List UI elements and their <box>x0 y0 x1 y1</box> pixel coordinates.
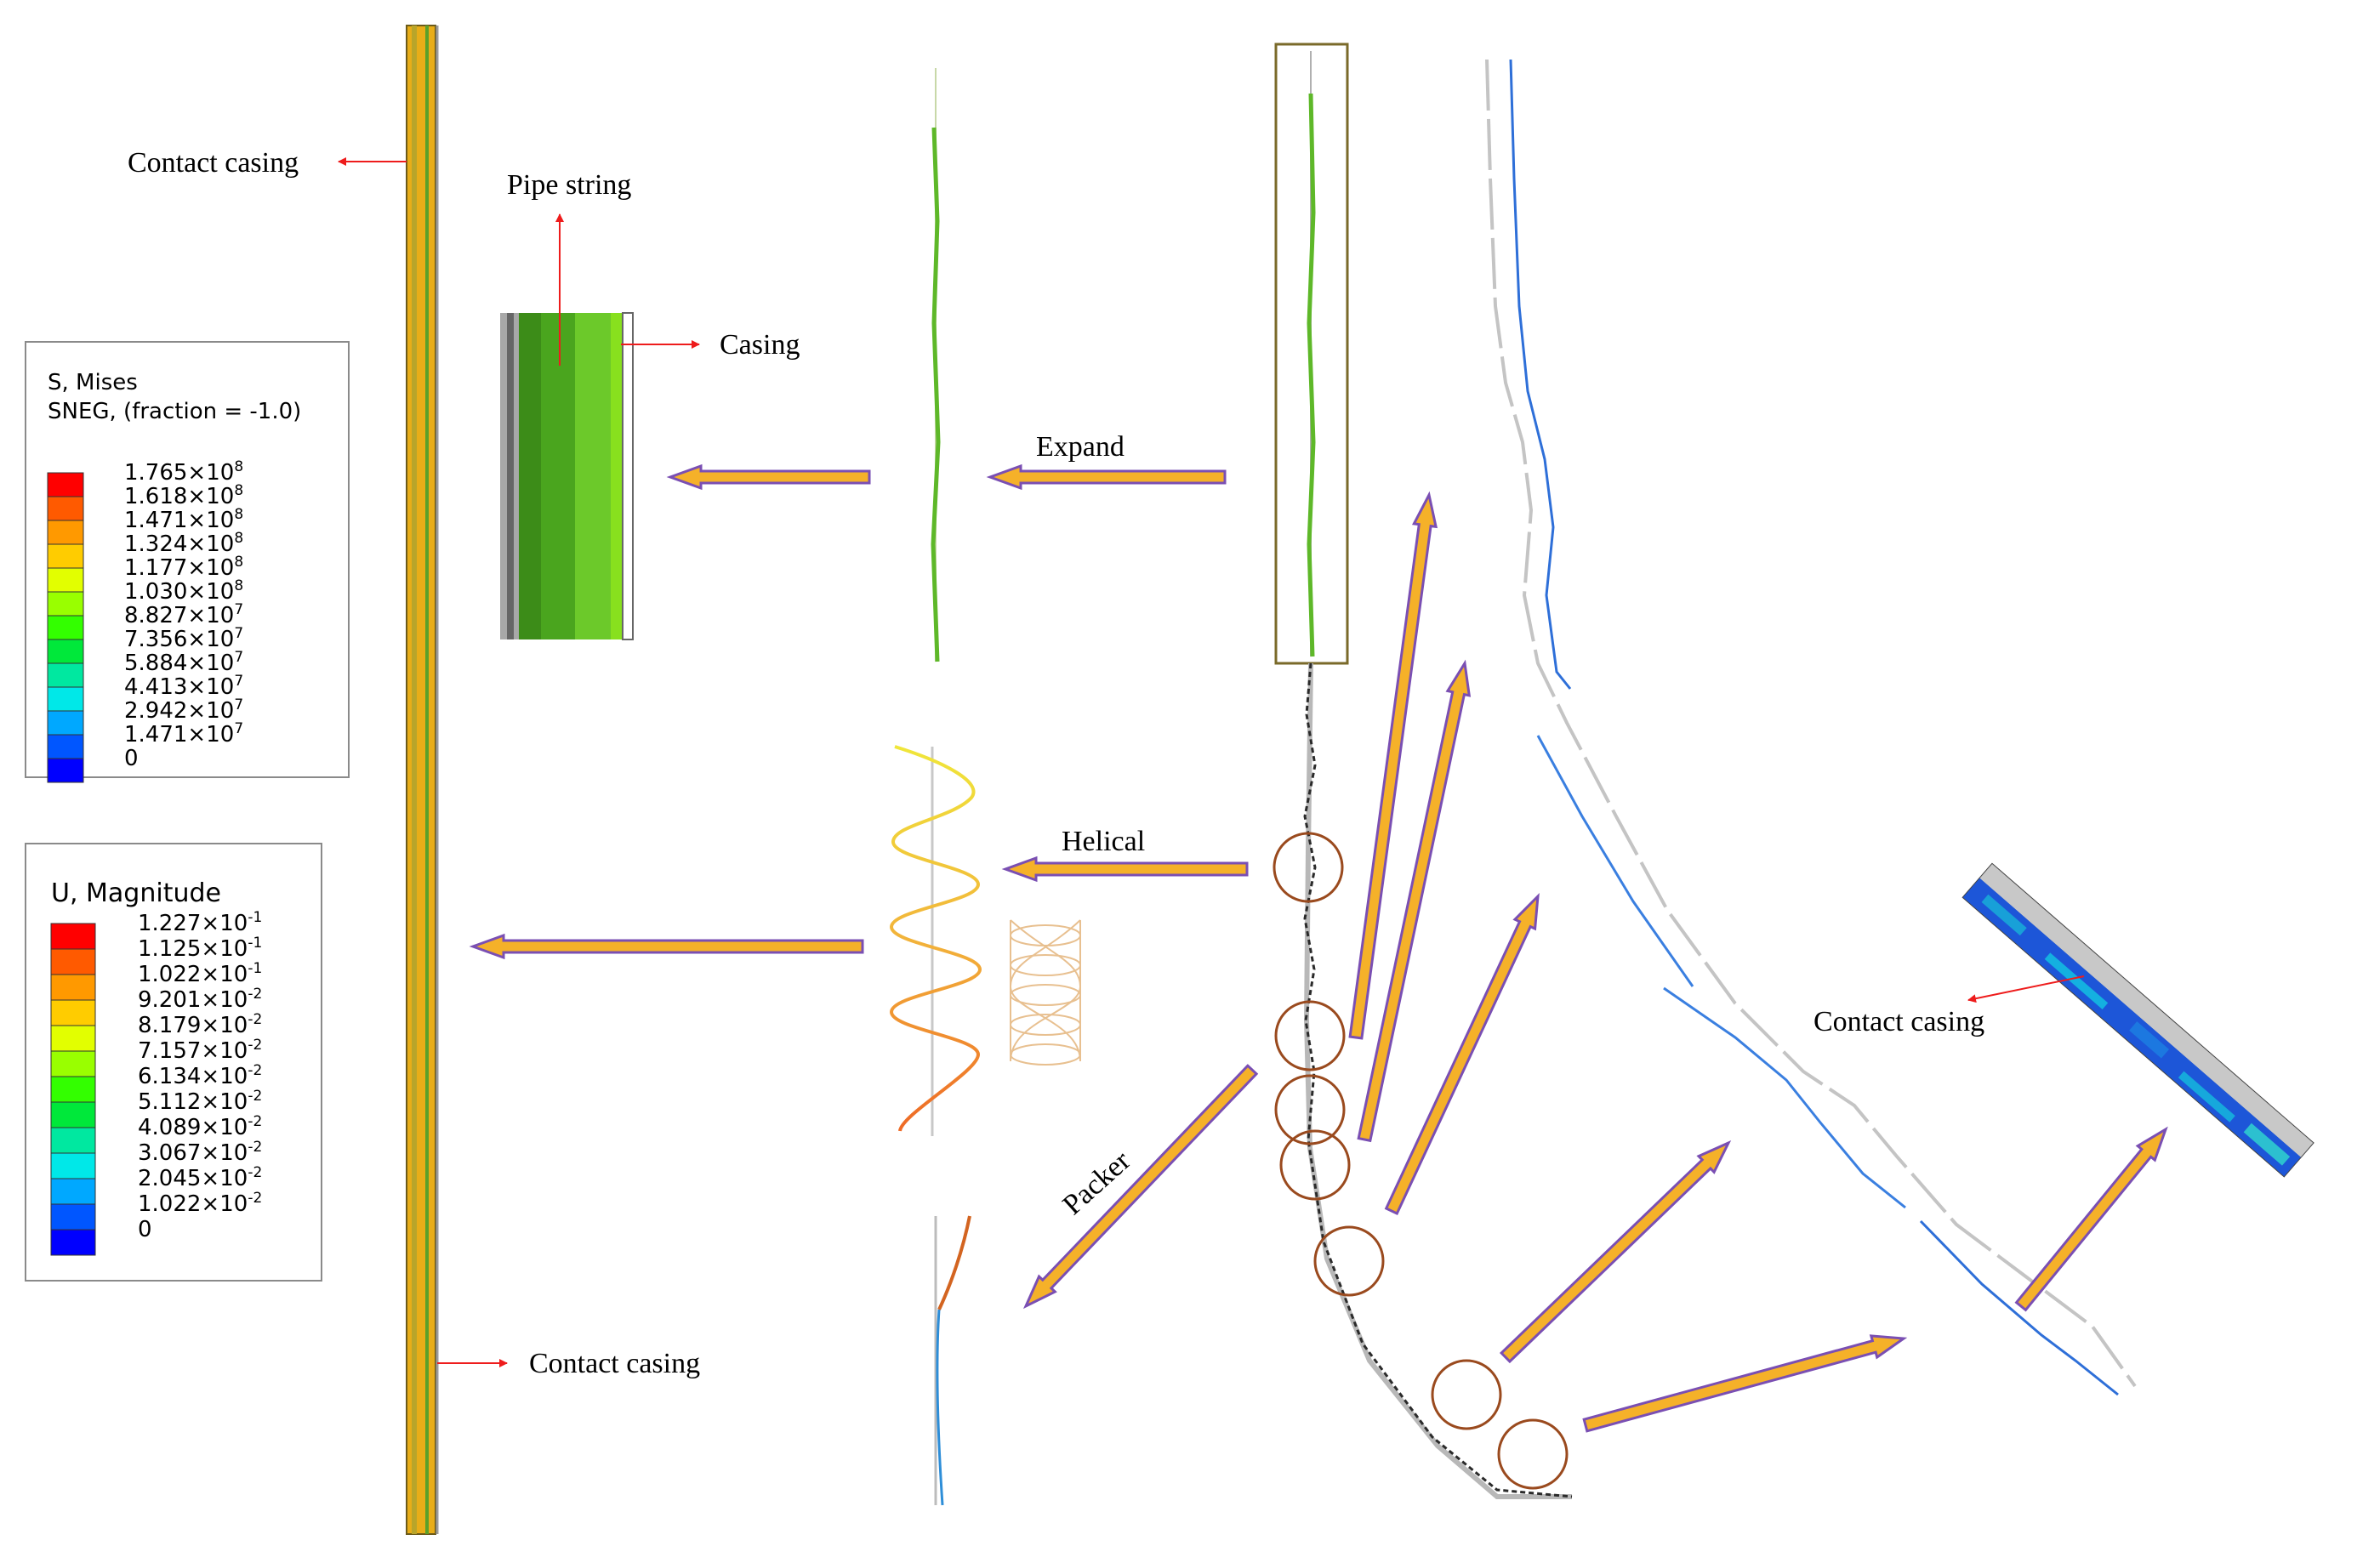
legend-swatch <box>50 1203 96 1231</box>
displacement-legend-title: U, Magnitude <box>51 878 221 908</box>
up-arrow-1 <box>1348 491 1438 1040</box>
legend-value: 2.045×10-2 <box>138 1164 262 1191</box>
helical-arrow <box>1001 855 1249 883</box>
up-arrow-3 <box>1384 892 1540 1216</box>
packer-arrow <box>1022 1064 1259 1310</box>
contact-casing-bottom-label: Contact casing <box>529 1348 700 1379</box>
legend-swatch <box>50 948 96 975</box>
legend-value: 0 <box>124 746 139 771</box>
legend-swatch <box>50 1076 96 1103</box>
stress-legend-title-2: SNEG, (fraction = -1.0) <box>48 399 301 424</box>
legend-swatch <box>50 1178 96 1205</box>
legend-swatch <box>50 999 96 1026</box>
curved-casing-right <box>1485 59 2137 1396</box>
legend-value: 5.884×107 <box>124 649 243 676</box>
circle-7 <box>1497 1418 1569 1490</box>
circle-3 <box>1274 1074 1346 1145</box>
legend-value: 1.022×10-1 <box>138 960 262 987</box>
long-casing-column <box>406 25 439 1535</box>
up-arrow-2 <box>1357 659 1472 1143</box>
boxed-pipe-section <box>1274 43 1349 665</box>
pipe-string-label: Pipe string <box>507 169 631 201</box>
right-arrow-3 <box>2014 1126 2168 1312</box>
contact-casing-right-label: Contact casing <box>1813 1006 1984 1037</box>
legend-swatch <box>47 591 84 617</box>
legend-value: 1.471×107 <box>124 720 243 747</box>
main-pipe-string <box>1303 662 1573 1499</box>
legend-swatch <box>50 974 96 1001</box>
helical-label: Helical <box>1062 826 1145 857</box>
legend-swatch <box>50 923 96 950</box>
legend-value: 5.112×10-2 <box>138 1088 262 1115</box>
legend-value: 0 <box>138 1217 152 1242</box>
legend-swatch <box>47 615 84 640</box>
legend-value: 1.030×108 <box>124 577 243 605</box>
right-arrow-2 <box>1582 1334 1908 1433</box>
legend-swatch <box>47 710 84 736</box>
stress-legend-title-1: S, Mises <box>48 370 138 395</box>
right-arrow-1 <box>1499 1140 1732 1364</box>
stress-legend: S, Mises SNEG, (fraction = -1.0) 1.765×1… <box>25 341 350 783</box>
circle-5 <box>1313 1225 1385 1297</box>
legend-value: 4.413×107 <box>124 673 243 700</box>
expand-arrow <box>986 463 1227 491</box>
legend-swatch <box>47 567 84 593</box>
helix-wireframe <box>1009 919 1082 1066</box>
legend-swatch <box>50 1101 96 1128</box>
pipe-casing-zoom <box>500 312 634 640</box>
packer-zoom <box>934 1215 971 1506</box>
legend-swatch <box>47 639 84 664</box>
legend-swatch <box>50 1127 96 1154</box>
helical-arrow-left <box>469 933 864 960</box>
legend-swatch <box>47 472 84 497</box>
legend-swatch <box>47 662 84 688</box>
circle-4 <box>1279 1129 1351 1201</box>
stress-legend-swatches: 1.765×1081.618×1081.471×1081.324×1081.17… <box>47 458 243 783</box>
circle-6 <box>1431 1359 1502 1430</box>
legend-value: 4.089×10-2 <box>138 1113 262 1140</box>
helical-zoom <box>889 745 982 1136</box>
circle-2 <box>1274 1000 1346 1071</box>
casing-label: Casing <box>720 329 800 361</box>
legend-value: 1.022×10-2 <box>138 1190 262 1217</box>
contact-casing-bar-right <box>1962 862 2315 1178</box>
legend-swatch <box>50 1152 96 1179</box>
legend-value: 6.134×10-2 <box>138 1062 262 1089</box>
legend-value: 9.201×10-2 <box>138 986 262 1013</box>
legend-value: 1.324×108 <box>124 530 243 557</box>
legend-value: 1.227×10-1 <box>138 909 262 936</box>
legend-value: 7.356×107 <box>124 625 243 652</box>
legend-value: 1.177×108 <box>124 554 243 581</box>
expand-arrow-left <box>666 463 871 491</box>
expanded-pipe-thin <box>931 68 941 662</box>
block-arrows <box>469 463 2168 1433</box>
legend-value: 8.827×107 <box>124 601 243 628</box>
legend-swatch <box>47 496 84 521</box>
legend-swatch <box>47 734 84 759</box>
legend-value: 3.067×10-2 <box>138 1139 262 1166</box>
displacement-legend: U, Magnitude 1.227×10-11.125×10-11.022×1… <box>25 843 322 1282</box>
contact-casing-top-label: Contact casing <box>128 147 299 179</box>
legend-value: 1.125×10-1 <box>138 935 262 962</box>
legend-value: 2.942×107 <box>124 696 243 724</box>
legend-value: 8.179×10-2 <box>138 1011 262 1038</box>
legend-value: 1.618×108 <box>124 482 243 509</box>
legend-swatch <box>47 520 84 545</box>
legend-swatch <box>50 1050 96 1077</box>
legend-swatch <box>47 686 84 712</box>
legend-swatch <box>50 1229 96 1256</box>
expand-label: Expand <box>1036 431 1125 463</box>
legend-swatch <box>50 1025 96 1052</box>
legend-value: 1.765×108 <box>124 458 243 486</box>
legend-swatch <box>47 758 84 783</box>
displacement-legend-swatches: 1.227×10-11.125×10-11.022×10-19.201×10-2… <box>50 909 262 1256</box>
contact-point-circles <box>1273 832 1569 1490</box>
legend-swatch <box>47 543 84 569</box>
circle-1 <box>1273 832 1344 903</box>
legend-value: 1.471×108 <box>124 506 243 533</box>
legend-value: 7.157×10-2 <box>138 1037 262 1064</box>
contact-casing-right-pointer <box>1967 975 2085 1003</box>
